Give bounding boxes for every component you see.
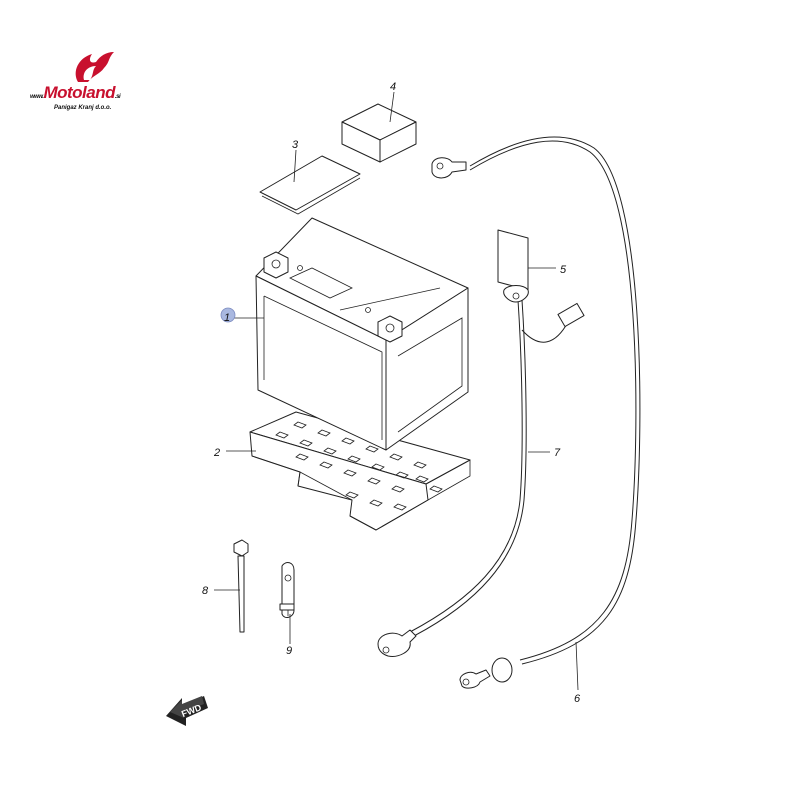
brand-suffix: .si <box>115 94 121 100</box>
part-7-cable <box>377 285 585 657</box>
part-1-battery <box>255 217 469 451</box>
part-8-cable-tie <box>233 539 249 633</box>
part-9-clamp <box>279 562 295 618</box>
part-6-cable <box>431 136 641 689</box>
callout-9: 9 <box>286 645 292 657</box>
fwd-direction-arrow-icon: FWD <box>166 696 208 726</box>
callout-8: 8 <box>202 585 209 597</box>
brand-prefix: www. <box>30 94 44 100</box>
tray-vent-slots <box>275 421 443 511</box>
battery-terminal-right <box>377 315 403 343</box>
leader-lines <box>214 91 579 691</box>
part-2-tray <box>249 411 471 531</box>
part-5-label <box>497 229 529 291</box>
callout-4: 4 <box>390 81 396 93</box>
flame-emblem-icon <box>75 52 114 82</box>
callout-3: 3 <box>292 139 299 151</box>
motoland-logo: www.Motoland.si Panigaz Kranj d.o.o. <box>30 50 145 120</box>
part-4-pad <box>341 103 417 163</box>
battery-terminal-left <box>263 251 289 279</box>
brand-name: Motoland <box>43 83 115 102</box>
callout-1: 1 <box>224 312 230 324</box>
callout-5: 5 <box>560 264 567 276</box>
brand-wordmark: www.Motoland.si <box>30 83 121 103</box>
callout-7: 7 <box>554 447 561 459</box>
callout-6: 6 <box>574 693 581 705</box>
callout-1-highlight <box>220 307 236 323</box>
callout-2: 2 <box>213 447 220 459</box>
brand-subtitle: Panigaz Kranj d.o.o. <box>54 105 112 111</box>
part-3-sheet <box>259 155 361 215</box>
